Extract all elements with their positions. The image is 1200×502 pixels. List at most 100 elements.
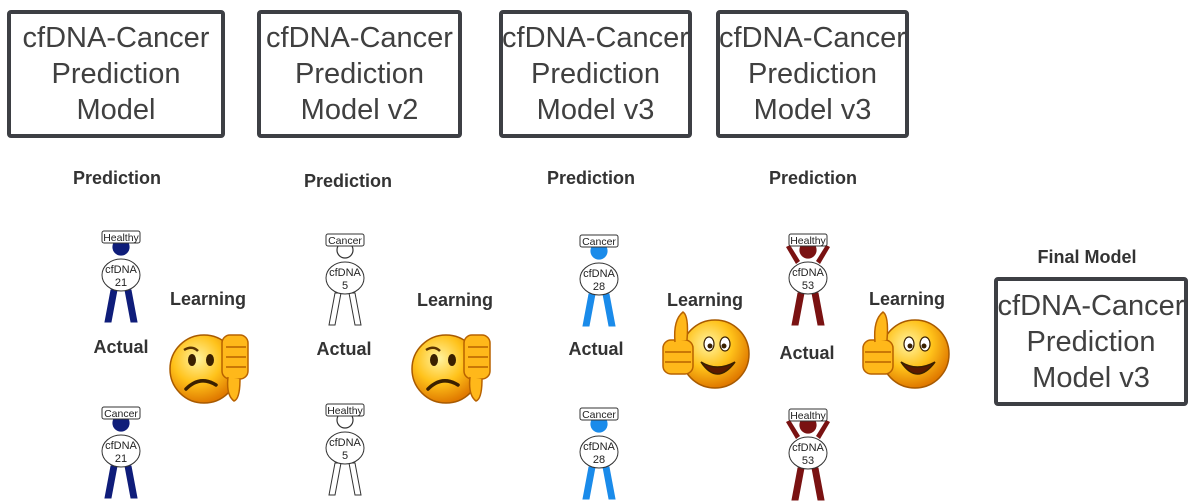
person-body-label: cfDNA	[583, 441, 615, 453]
prediction-label: Prediction	[72, 168, 162, 188]
tag-box	[579, 407, 619, 421]
person-legs	[328, 292, 362, 326]
person-tag-label: Healthy	[103, 232, 139, 244]
feedback-emoji-2	[408, 315, 504, 411]
person-body-value: 21	[115, 453, 127, 465]
prediction-label: Prediction	[546, 168, 636, 188]
prediction-label: Prediction	[303, 171, 393, 191]
model-box-line: Model v3	[1032, 361, 1150, 394]
model-box-line: Prediction	[51, 58, 181, 90]
person-tag-label: Healthy	[790, 235, 826, 247]
model-box-line: cfDNA-Cancer	[266, 22, 453, 54]
actual-label: Actual	[779, 343, 835, 363]
person-body	[101, 434, 141, 468]
model-box-line: Prediction	[1026, 325, 1156, 358]
model-box-line: Prediction	[748, 58, 877, 90]
learning-label: Learning	[169, 289, 247, 309]
model-box-line: Model v3	[753, 94, 872, 126]
person-body-label: cfDNA	[105, 264, 137, 276]
model-box-line: Model v2	[300, 94, 419, 126]
person-tag-label: Cancer	[582, 409, 616, 421]
tag-box	[788, 408, 828, 422]
person-tag-label: Cancer	[582, 236, 616, 248]
tag-box	[101, 230, 141, 244]
person-legs	[328, 462, 362, 496]
person-body	[788, 436, 828, 470]
person-body-value: 53	[802, 280, 814, 292]
model-box-line: cfDNA-Cancer	[719, 22, 906, 54]
person-legs	[104, 289, 138, 323]
model-box-line: Model	[76, 94, 156, 126]
person-legs	[104, 465, 138, 499]
model-box-line: Model v3	[536, 94, 655, 126]
person-body-label: cfDNA	[583, 268, 615, 280]
model-box-2: cfDNA-Cancer Prediction Model v2	[257, 10, 462, 138]
person-body-value: 5	[342, 450, 348, 462]
person-arms	[786, 245, 830, 264]
person-body-value: 21	[115, 277, 127, 289]
person-tag-label: Healthy	[327, 405, 363, 417]
person-tag-label: Cancer	[104, 408, 138, 420]
sad-thumbs-down-icon	[169, 334, 249, 404]
person-body	[325, 431, 365, 465]
feedback-emoji-4	[857, 302, 953, 398]
actual-label: Actual	[568, 339, 624, 359]
tag-box	[579, 234, 619, 248]
person-tag-label: Cancer	[328, 235, 362, 247]
tag-box	[788, 233, 828, 247]
model-box-line: cfDNA-Cancer	[22, 22, 210, 54]
person-legs	[791, 467, 825, 501]
model-box-line: cfDNA-Cancer	[502, 22, 689, 54]
person-body	[325, 261, 365, 295]
person-arms	[786, 420, 830, 439]
model-box-line: cfDNA-Cancer	[997, 289, 1185, 322]
actual-label: Actual	[93, 337, 149, 357]
person-legs	[582, 293, 616, 327]
person-body-label: cfDNA	[329, 267, 361, 279]
person-body	[101, 258, 141, 292]
person-body-value: 5	[342, 280, 348, 292]
person-body-value: 28	[593, 281, 605, 293]
model-box-line: Prediction	[295, 58, 424, 90]
person-body	[579, 262, 619, 296]
tag-box	[101, 406, 141, 420]
person-body	[788, 261, 828, 295]
feedback-emoji-1	[166, 315, 262, 411]
final-model-title: Final Model	[1037, 247, 1137, 267]
person-body-value: 53	[802, 455, 814, 467]
model-box-4: cfDNA-Cancer Prediction Model v3	[716, 10, 909, 138]
actual-label: Actual	[316, 339, 372, 359]
model-box-1: cfDNA-Cancer Prediction Model	[7, 10, 225, 138]
learning-label: Learning	[416, 290, 494, 310]
model-box-3: cfDNA-Cancer Prediction Model v3	[499, 10, 692, 138]
person-tag-label: Healthy	[790, 410, 826, 422]
final-model-box: cfDNA-Cancer Prediction Model v3	[994, 277, 1188, 406]
learning-label: Learning	[666, 290, 744, 310]
tag-box	[325, 233, 365, 247]
person-body-value: 28	[593, 454, 605, 466]
person-body-label: cfDNA	[792, 442, 824, 454]
person-body	[579, 435, 619, 469]
person-body-label: cfDNA	[792, 267, 824, 279]
prediction-label: Prediction	[768, 168, 858, 188]
feedback-emoji-3	[657, 302, 753, 398]
person-body-label: cfDNA	[105, 440, 137, 452]
tag-box	[325, 403, 365, 417]
happy-thumbs-up-icon	[662, 311, 750, 389]
